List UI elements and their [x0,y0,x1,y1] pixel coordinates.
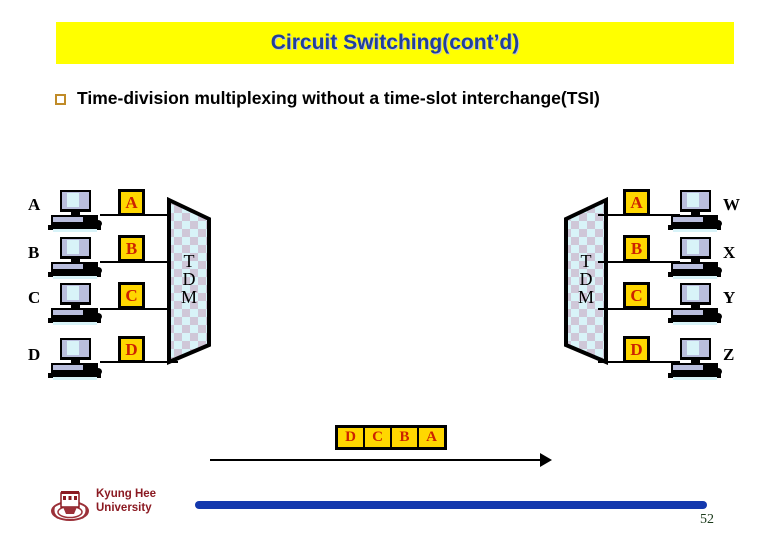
computer-icon-right-2 [668,283,724,325]
link-line-right-0 [598,214,680,216]
mux-left-label-m: M [180,287,197,307]
footer-university-line2: University [96,502,152,514]
channel-box-right-3: D [623,336,650,363]
kyung-hee-crest-icon [50,487,90,523]
station-label-right-0: W [723,195,740,214]
station-label-right-3: Z [723,345,735,364]
mux-left: T D M [166,197,212,365]
link-line-right-3 [598,361,680,363]
footer-university-line1: Kyung Hee [96,488,157,500]
mux-left-label-t: T [183,251,195,271]
footer-university-name: Kyung Hee University [96,487,156,515]
station-label-left-1: B [28,243,40,262]
mux-right-label-d: D [579,269,593,289]
link-line-left-3 [100,361,178,363]
page-title: Circuit Switching(cont’d) [270,31,520,54]
link-line-left-0 [100,214,178,216]
channel-box-right-1: B [623,235,650,262]
computer-icon-left-2 [48,283,104,325]
bullet-text: Time-division multiplexing without a tim… [77,88,600,108]
channel-box-left-2: C [118,282,145,309]
mux-right-label-t: T [580,251,592,271]
computer-icon-left-3 [48,338,104,380]
channel-box-left-1: B [118,235,145,262]
mux-right: T D M [563,197,609,365]
station-label-right-1: X [723,243,736,262]
square-bullet-icon [55,94,66,105]
link-line-left-1 [100,261,178,263]
frame-slot-0: D [338,428,363,447]
frame-slot-2: B [392,428,417,447]
channel-box-left-0: A [118,189,145,216]
channel-box-left-3: D [118,336,145,363]
computer-icon-right-0 [668,190,724,232]
footer-divider-bar [195,501,707,509]
computer-icon-right-1 [668,237,724,279]
channel-box-right-2: C [623,282,650,309]
trunk-arrow-icon [540,453,552,467]
computer-icon-left-1 [48,237,104,279]
computer-icon-right-3 [668,338,724,380]
station-label-left-2: C [28,288,41,307]
bullet-block: Time-division multiplexing without a tim… [55,84,695,112]
computer-icon-left-0 [48,190,104,232]
station-label-left-3: D [28,345,41,364]
link-line-right-1 [598,261,680,263]
frame-slot-3: A [419,428,444,447]
mux-right-label-m: M [577,287,594,307]
frame-slot-1: C [365,428,390,447]
link-line-left-2 [100,308,178,310]
page-number: 52 [700,512,714,527]
station-label-left-0: A [28,195,41,214]
link-line-right-2 [598,308,680,310]
station-label-right-2: Y [723,288,736,307]
mux-left-label-d: D [182,269,196,289]
trunk-line [210,459,542,461]
channel-box-right-0: A [623,189,650,216]
tdm-diagram: A A B B C C D [0,175,780,467]
title-banner: Circuit Switching(cont’d) [56,22,734,64]
tdm-frame: D C B A [335,425,447,450]
